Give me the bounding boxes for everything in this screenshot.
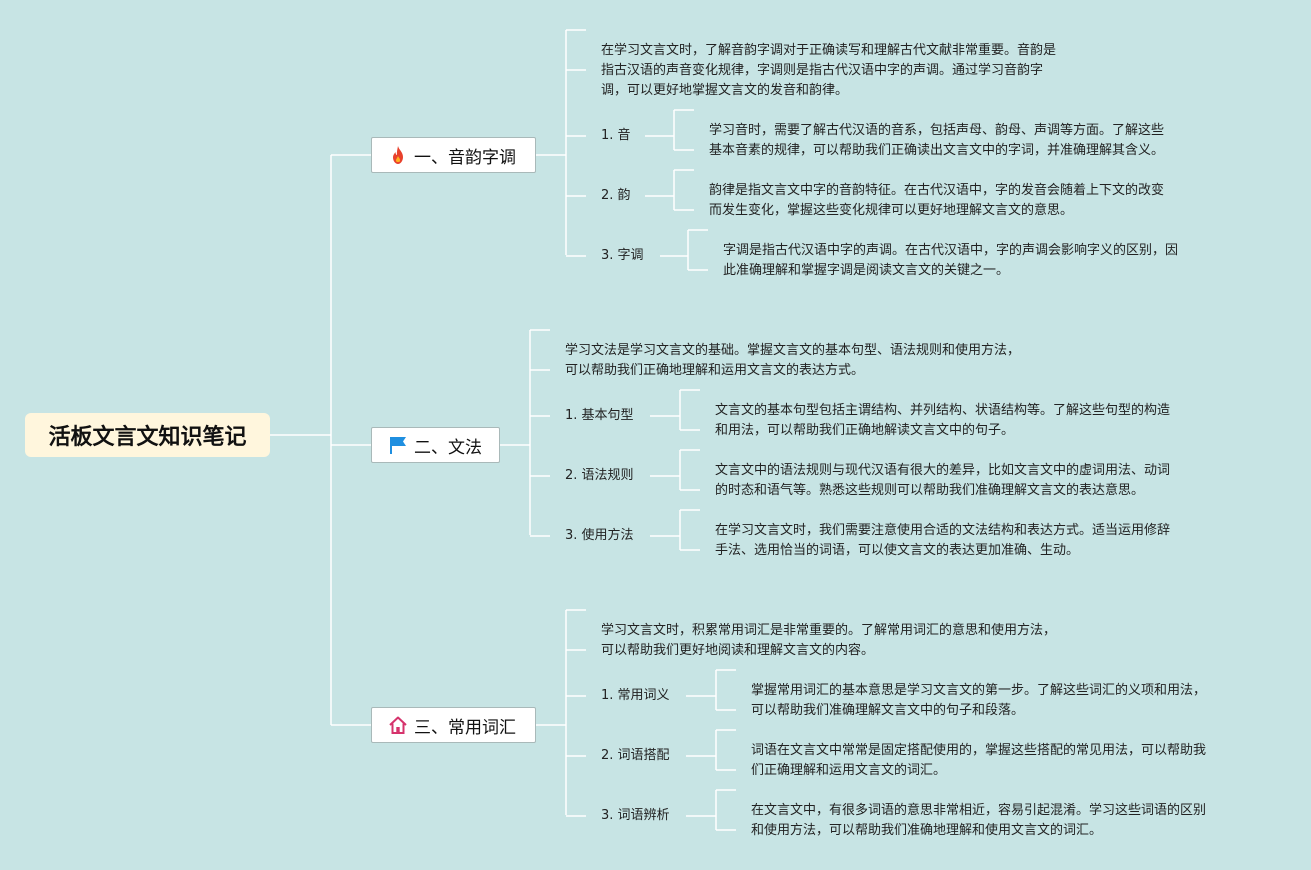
root-title: 活板文言文知识笔记 xyxy=(48,425,247,450)
branch-node-1[interactable]: 一、音韵字调 xyxy=(371,137,536,173)
branch-3-intro: 学习文言文时，积累常用词汇是非常重要的。了解常用词汇的意思和使用方法，可以帮助我… xyxy=(601,623,1057,658)
branch-title: 一、音韵字调 xyxy=(414,147,516,168)
sub-node-detail: 韵律是指文言文中字的音韵特征。在古代汉语中，字的发音会随着上下文的改变而发生变化… xyxy=(709,183,1165,218)
sub-node-detail: 在学习文言文时，我们需要注意使用合适的文法结构和表达方式。适当运用修辞手法、选用… xyxy=(715,523,1171,558)
sub-node-label[interactable]: 2. 韵 xyxy=(601,188,631,203)
sub-node-detail: 在文言文中，有很多词语的意思非常相近，容易引起混淆。学习这些词语的区别和使用方法… xyxy=(751,803,1207,838)
branch-node-3[interactable]: 三、常用词汇 xyxy=(371,707,536,743)
branch-title: 二、文法 xyxy=(414,437,482,458)
sub-node-label[interactable]: 3. 词语辨析 xyxy=(601,808,670,823)
house-icon xyxy=(388,715,408,735)
sub-node-label[interactable]: 2. 语法规则 xyxy=(565,468,634,483)
sub-node-label[interactable]: 3. 字调 xyxy=(601,248,644,263)
sub-node-detail: 词语在文言文中常常是固定搭配使用的，掌握这些搭配的常见用法，可以帮助我们正确理解… xyxy=(751,743,1207,778)
sub-node-detail: 文言文中的语法规则与现代汉语有很大的差异，比如文言文中的虚词用法、动词的时态和语… xyxy=(715,463,1171,498)
sub-node-detail: 文言文的基本句型包括主谓结构、并列结构、状语结构等。了解这些句型的构造和用法，可… xyxy=(715,403,1171,438)
branch-2-intro: 学习文法是学习文言文的基础。掌握文言文的基本句型、语法规则和使用方法，可以帮助我… xyxy=(565,343,1021,378)
fire-icon xyxy=(388,145,408,165)
sub-node-detail: 学习音时，需要了解古代汉语的音系，包括声母、韵母、声调等方面。了解这些基本音素的… xyxy=(709,123,1165,158)
root-node[interactable]: 活板文言文知识笔记 xyxy=(25,413,270,457)
sub-node-label[interactable]: 3. 使用方法 xyxy=(565,528,634,543)
branch-node-2[interactable]: 二、文法 xyxy=(371,427,500,463)
sub-node-label[interactable]: 2. 词语搭配 xyxy=(601,748,670,763)
sub-node-label[interactable]: 1. 音 xyxy=(601,128,631,143)
sub-node-label[interactable]: 1. 基本句型 xyxy=(565,408,634,423)
sub-node-label[interactable]: 1. 常用词义 xyxy=(601,688,670,703)
branch-1-intro: 在学习文言文时，了解音韵字调对于正确读写和理解古代文献非常重要。音韵是指古汉语的… xyxy=(601,43,1057,98)
sub-node-detail: 掌握常用词汇的基本意思是学习文言文的第一步。了解这些词汇的义项和用法，可以帮助我… xyxy=(751,683,1207,718)
branch-title: 三、常用词汇 xyxy=(414,717,516,738)
sub-node-detail: 字调是指古代汉语中字的声调。在古代汉语中，字的声调会影响字义的区别，因此准确理解… xyxy=(723,243,1179,278)
flag-icon xyxy=(388,435,408,455)
